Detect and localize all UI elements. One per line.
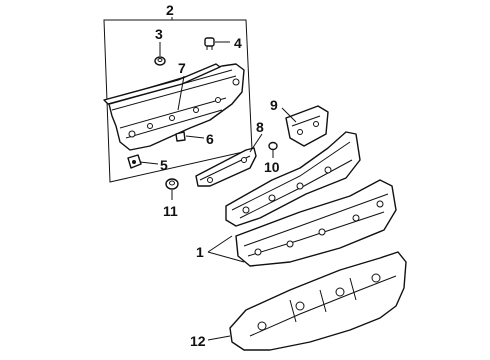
clip-10	[268, 141, 278, 155]
leader-7	[177, 75, 185, 111]
bracket-5	[127, 154, 142, 169]
callout-11: 11	[163, 203, 178, 219]
leader-1	[207, 235, 245, 263]
leader-6	[185, 135, 205, 139]
callout-3: 3	[155, 26, 163, 42]
dash-panel-1	[235, 179, 397, 267]
weatherstrip	[103, 63, 221, 105]
clip-4	[204, 37, 215, 50]
callout-8: 8	[256, 119, 264, 135]
insulator-12	[229, 251, 407, 351]
grommet-3	[154, 56, 166, 66]
callout-10: 10	[264, 159, 280, 175]
dash-insulator	[225, 131, 361, 227]
callout-6: 6	[206, 131, 214, 147]
callout-4: 4	[234, 35, 242, 51]
seal-8	[195, 147, 257, 187]
bracket-9	[285, 105, 329, 147]
leader-12	[207, 335, 231, 341]
callout-1: 1	[196, 244, 204, 260]
leader-9	[281, 107, 297, 123]
callout-7: 7	[178, 60, 186, 76]
callout-12: 12	[190, 333, 206, 349]
nut-11	[165, 178, 179, 190]
callout-2: 2	[166, 2, 174, 18]
cowl-panel	[107, 63, 245, 151]
bolt-6	[175, 131, 186, 142]
leader-8	[249, 133, 263, 153]
leader-5	[139, 161, 159, 165]
callout-5: 5	[160, 157, 168, 173]
callout-9: 9	[270, 97, 278, 113]
